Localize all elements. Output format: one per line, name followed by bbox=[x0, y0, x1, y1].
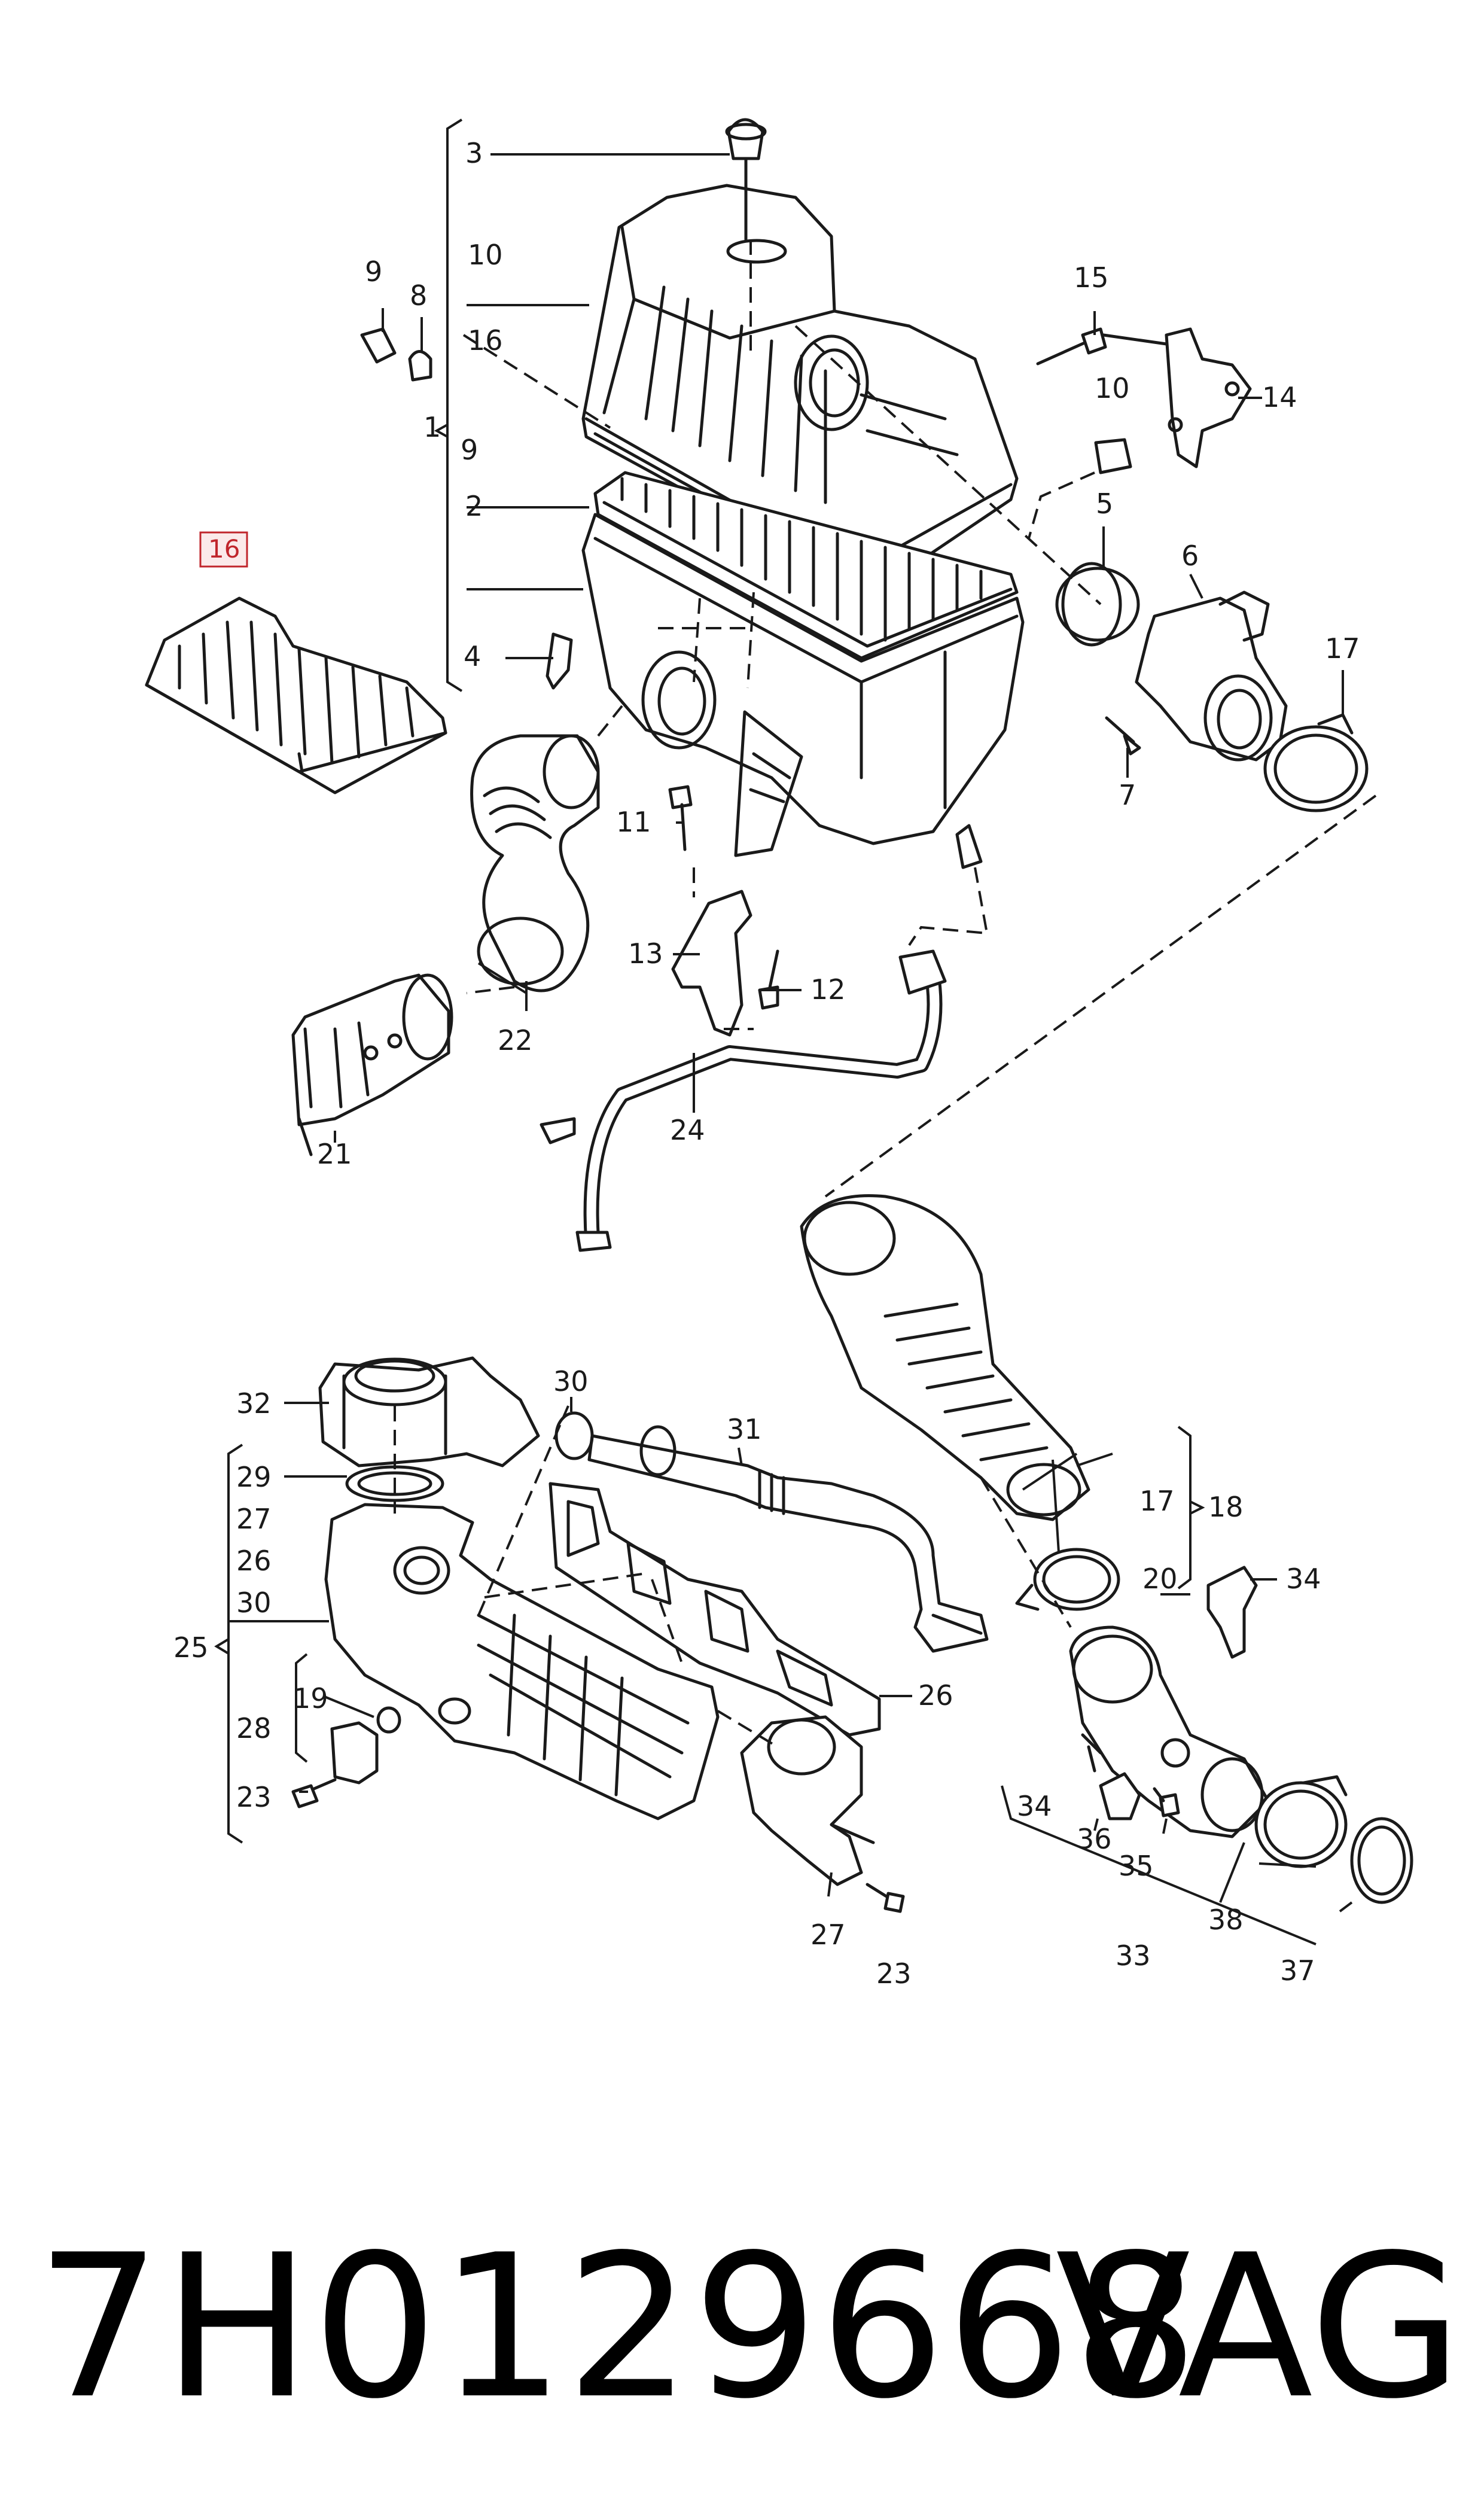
callout-29: 29 bbox=[236, 1461, 272, 1493]
highlighted-part-box bbox=[199, 531, 248, 568]
bolt-part-23-lower bbox=[866, 1883, 905, 1913]
sensor-part-34 bbox=[1206, 1566, 1258, 1659]
hose-clamp-part-38 bbox=[1254, 1775, 1348, 1868]
callout-4: 4 bbox=[464, 640, 481, 672]
callout-9-screw: 9 bbox=[365, 255, 382, 288]
callout-10-bushing: 10 bbox=[1095, 372, 1130, 404]
callout-33: 33 bbox=[1116, 1940, 1151, 1972]
callout-8: 8 bbox=[410, 279, 427, 312]
callout-11: 11 bbox=[616, 806, 651, 838]
callout-35: 35 bbox=[1119, 1850, 1154, 1882]
callout-30: 30 bbox=[236, 1587, 272, 1619]
callout-27-actuator: 27 bbox=[810, 1919, 846, 1951]
callout-12: 12 bbox=[810, 973, 846, 1006]
callout-14: 14 bbox=[1262, 381, 1297, 413]
rivet-part-15 bbox=[1036, 327, 1168, 366]
sensor-part-36 bbox=[1099, 1772, 1141, 1820]
exploded-parts-diagram: 3 10 16 1 9 2 4 9 8 16 15 10 14 5 6 17 7… bbox=[145, 118, 1413, 1990]
egr-actuator-part-27 bbox=[740, 1715, 875, 1886]
air-filter-element-part-16 bbox=[145, 596, 447, 794]
callout-16-highlight: 16 bbox=[208, 534, 240, 564]
nut-part-8 bbox=[408, 350, 432, 382]
air-filter-housing-lower bbox=[581, 513, 1025, 869]
callout-28: 28 bbox=[236, 1712, 272, 1744]
callout-5: 5 bbox=[1096, 488, 1113, 520]
bracket-part-13 bbox=[671, 890, 752, 1037]
intake-pipe-part-21 bbox=[291, 973, 453, 1156]
callout-23-lower: 23 bbox=[876, 1957, 912, 1990]
callout-17-hose: 17 bbox=[1139, 1485, 1175, 1517]
callout-9: 9 bbox=[461, 434, 478, 466]
callout-21: 21 bbox=[317, 1138, 352, 1170]
callout-32: 32 bbox=[236, 1387, 272, 1420]
callout-15: 15 bbox=[1074, 261, 1109, 294]
intake-manifold-part-25 bbox=[324, 1503, 720, 1820]
egr-pipe-part-31 bbox=[587, 1425, 989, 1653]
callout-31: 31 bbox=[727, 1413, 762, 1445]
callout-30-oring: 30 bbox=[553, 1365, 589, 1397]
callout-16: 16 bbox=[468, 324, 503, 357]
rivet-part-12 bbox=[758, 949, 779, 1010]
callout-27: 27 bbox=[236, 1503, 272, 1535]
bushing-part-10 bbox=[1094, 438, 1132, 474]
part-callouts: 3 10 16 1 9 2 4 9 8 16 15 10 14 5 6 17 7… bbox=[173, 137, 1360, 1990]
mass-air-flow-sensor-part-6 bbox=[1061, 562, 1288, 762]
intake-hose-part-22 bbox=[470, 734, 600, 992]
callout-18: 18 bbox=[1208, 1491, 1244, 1523]
bolt-part-23-left bbox=[291, 1778, 337, 1808]
hose-clamp-part-20 bbox=[1015, 1548, 1120, 1611]
o-ring-part-5 bbox=[1055, 567, 1140, 642]
breather-hose-part-24 bbox=[540, 949, 947, 1252]
brand-name: VAG bbox=[1055, 2212, 1462, 2442]
bolt-part-7 bbox=[1105, 716, 1141, 756]
callout-1: 1 bbox=[423, 411, 441, 443]
dashed-assembly-lines bbox=[394, 239, 1377, 1748]
callout-20: 20 bbox=[1142, 1563, 1178, 1595]
o-ring-part-30 bbox=[554, 1411, 594, 1460]
callout-6: 6 bbox=[1181, 540, 1199, 572]
callout-24: 24 bbox=[670, 1114, 705, 1146]
bracket-part-14 bbox=[1165, 327, 1252, 468]
gasket-part-26 bbox=[548, 1482, 881, 1737]
bolt-part-35 bbox=[1153, 1787, 1180, 1817]
callout-19: 19 bbox=[293, 1682, 328, 1715]
callout-38: 38 bbox=[1208, 1904, 1244, 1936]
grommet-part-3 bbox=[725, 118, 767, 241]
callout-13: 13 bbox=[628, 937, 663, 970]
throttle-body-part-32 bbox=[318, 1356, 540, 1467]
callout-22: 22 bbox=[498, 1024, 533, 1056]
sensor-part-28 bbox=[330, 1721, 379, 1785]
callout-3: 3 bbox=[465, 137, 483, 169]
hose-clamp-part-17 bbox=[1263, 713, 1369, 812]
o-ring-part-37 bbox=[1350, 1817, 1413, 1904]
callout-37: 37 bbox=[1280, 1954, 1315, 1987]
callout-25: 25 bbox=[173, 1631, 209, 1664]
callout-7: 7 bbox=[1119, 779, 1136, 811]
callout-34-lower: 34 bbox=[1017, 1790, 1052, 1822]
callout-26: 26 bbox=[236, 1545, 272, 1577]
callout-26-gasket: 26 bbox=[918, 1679, 953, 1712]
callout-23-left: 23 bbox=[236, 1781, 272, 1813]
o-ring-part-19 bbox=[376, 1706, 401, 1734]
footer: 7H0129668 VAG bbox=[0, 2202, 1484, 2453]
callout-10: 10 bbox=[468, 239, 503, 271]
part-number: 7H0129668 bbox=[36, 2212, 1200, 2442]
leader-lines bbox=[214, 118, 1353, 1945]
screw-part-9 bbox=[360, 327, 397, 364]
callout-34: 34 bbox=[1286, 1563, 1321, 1595]
charge-air-hose-part-18 bbox=[800, 1194, 1090, 1521]
callout-17: 17 bbox=[1325, 632, 1360, 665]
callout-2: 2 bbox=[465, 490, 483, 522]
clip-part-4 bbox=[546, 632, 573, 690]
callout-36: 36 bbox=[1077, 1823, 1112, 1855]
bolt-part-11 bbox=[668, 785, 693, 851]
